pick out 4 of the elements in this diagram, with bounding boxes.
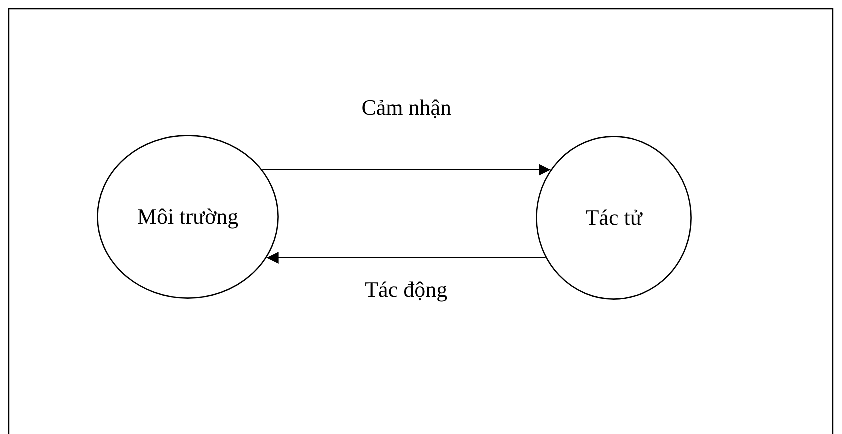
arrow bbox=[266, 252, 546, 264]
node-label: Môi trường bbox=[136, 204, 240, 230]
arrow bbox=[262, 164, 551, 176]
node-label: Tác tử bbox=[584, 205, 644, 231]
